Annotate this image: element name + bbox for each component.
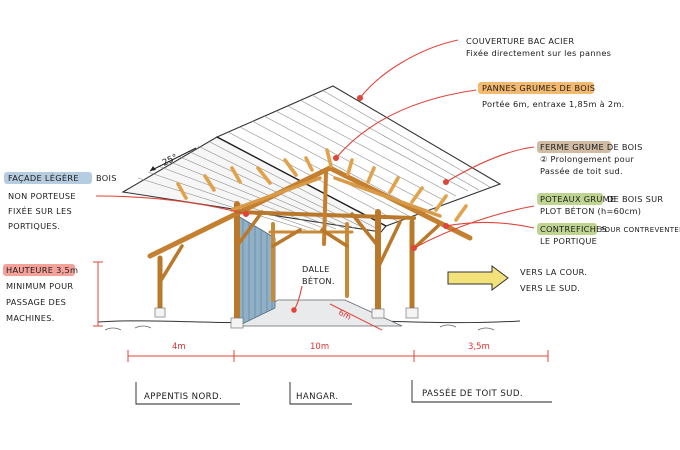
leader-dot [442,178,450,186]
concrete-plot [371,308,385,319]
roof-sheeting [121,85,502,233]
dimension-right: 3,5m [468,342,490,352]
brace [320,228,349,248]
light-facade [237,215,276,327]
highlight-facade [4,172,92,184]
purlins-detail: Portée 6m, entraxe 1,85m à 2m. [482,99,625,109]
span-dimensions [127,350,549,362]
brace [158,244,184,284]
direction-line2: VERS LE SUD. [520,283,580,293]
leader-dot [242,210,250,218]
brace [350,212,380,248]
truss-rafter-back-right [333,176,442,218]
direction-line1: VERS LA COUR. [520,267,587,277]
leader-posts [413,205,535,249]
truss-line2: ② Prolongement pour [540,154,634,164]
facade-line2: NON PORTEUSE [8,191,76,201]
leader-dot [291,307,297,313]
purlins-title: PANNES GRUMES DE BOIS [482,83,595,93]
roof-note-line1: COUVERTURE BAC ACIER [466,36,574,46]
roof-note-line2: Fixée directement sur les pannes [466,48,611,58]
slab-line2: BÉTON. [302,275,335,286]
braces-title-rest: POUR CONTREVENTER [600,226,680,234]
timber-frame [147,148,473,329]
highlight-height [3,264,75,276]
facade-title-rest: BOIS [96,173,117,183]
caption-left: APPENTIS NORD. [144,392,222,402]
height-title: HAUTEURE 3,5m [6,265,78,275]
brace [376,220,402,270]
height-line4: MACHINES. [6,313,55,323]
leader-roof [359,39,459,99]
caption-underlines [135,380,552,405]
highlight-braces [537,223,597,235]
height-line2: MINIMUM POUR [6,281,73,291]
truss-rafter-back-left [230,176,322,212]
leader-dot [332,154,340,162]
height-line3: PASSAGE DES [6,297,66,307]
highlight-purlins [478,82,594,94]
facade-line4: PORTIQUES. [8,221,60,231]
leader-braces [445,221,535,229]
highlight-posts [537,193,603,205]
leader-dot [410,244,418,252]
facade-line3: FIXÉE SUR LES [8,205,72,216]
braces-line2: LE PORTIQUE [540,236,597,246]
brace [271,228,302,248]
leader-truss [445,146,535,183]
concrete-plot [154,307,166,318]
truss-title: FERME GRUME DE BOIS [540,142,643,152]
concrete-plot [230,317,244,329]
posts-title: POTEAUX GRUME [540,194,616,204]
dimension-center: 10m [310,342,329,352]
leader-dot [442,222,450,230]
direction-arrow [447,265,509,291]
posts-title-rest: DE BOIS SUR [607,194,663,204]
slab-line1: DALLE [302,264,330,274]
caption-right: PASSÉE DE TOIT SUD. [422,387,523,399]
concrete-plot [405,307,419,319]
posts-line2: PLOT BÉTON (h=60cm) [540,205,641,216]
arrow-right-icon [447,265,509,291]
leader-facade [95,195,247,215]
leader-dot [356,94,364,102]
dimension-left: 4m [172,342,186,352]
leader-purlins [335,89,477,159]
facade-title: FAÇADE LÉGÈRE [8,172,79,183]
caption-center: HANGAR. [296,392,339,402]
truss-line3: Passée de toit sud. [540,166,623,176]
leader-lines [95,39,535,313]
brace [235,210,264,248]
braces-title: CONTREFICHES [540,224,607,234]
highlight-truss [537,141,611,153]
height-dimension [93,261,103,327]
brace [410,224,440,252]
